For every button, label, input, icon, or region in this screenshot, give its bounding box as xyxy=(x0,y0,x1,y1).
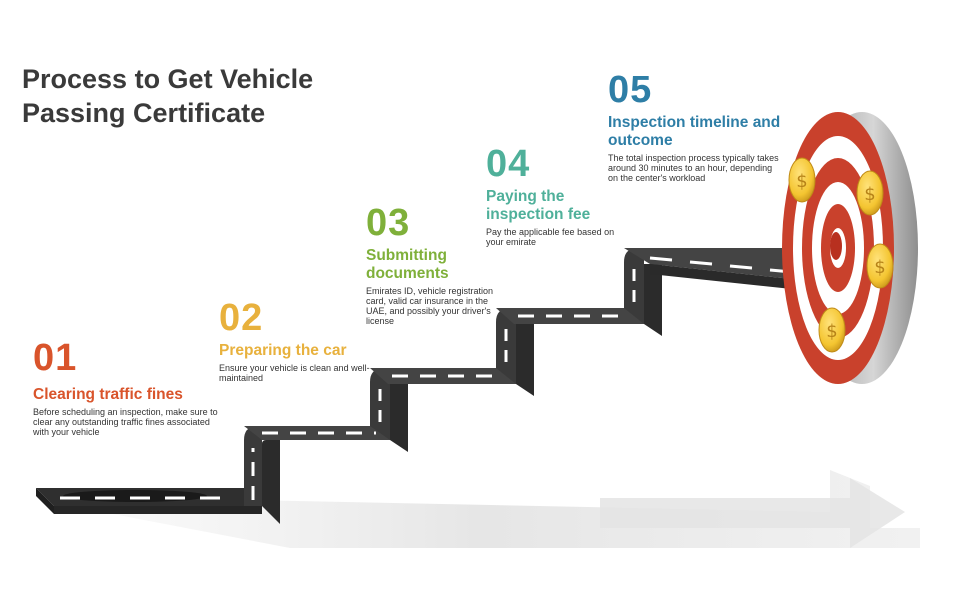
step-description: Pay the applicable fee based on your emi… xyxy=(486,227,615,247)
step-description: Ensure your vehicle is clean and well-ma… xyxy=(219,363,370,383)
target-icon xyxy=(782,112,918,384)
step-description: Before scheduling an inspection, make su… xyxy=(33,407,218,437)
step-2: 02 Preparing the car Ensure your vehicle… xyxy=(219,298,379,383)
step-title: Inspection timeline and outcome xyxy=(608,114,781,149)
svg-text:$: $ xyxy=(826,321,837,342)
dollar-coin-icon: $ xyxy=(818,307,846,353)
road-staircase-icon xyxy=(36,248,858,524)
step-number: 01 xyxy=(33,337,78,379)
floor-shadow-arrow xyxy=(40,470,920,548)
dollar-coin-icon: $ xyxy=(788,157,816,203)
step-5: 05 Inspection timeline and outcome The t… xyxy=(608,70,783,183)
step-title: Clearing traffic fines xyxy=(33,386,183,403)
page-title: Process to Get Vehicle Passing Certifica… xyxy=(22,64,314,128)
step-number: 03 xyxy=(366,202,411,244)
step-3: 03 Submitting documents Emirates ID, veh… xyxy=(366,203,496,326)
step-1: 01 Clearing traffic fines Before schedul… xyxy=(33,338,223,437)
step-number: 05 xyxy=(608,69,653,111)
step-number: 04 xyxy=(486,143,531,185)
step-title: Preparing the car xyxy=(219,342,347,359)
step-title: Paying the inspection fee xyxy=(486,188,591,223)
svg-text:$: $ xyxy=(874,257,885,278)
dollar-coin-icon: $ xyxy=(866,243,894,289)
step-4: 04 Paying the inspection fee Pay the app… xyxy=(486,144,616,247)
step-title: Submitting documents xyxy=(366,247,449,282)
step-number: 02 xyxy=(219,297,264,339)
step-description: The total inspection process typically t… xyxy=(608,153,779,183)
svg-text:$: $ xyxy=(796,171,807,192)
svg-text:$: $ xyxy=(864,184,875,205)
coins: $ $ $ $ xyxy=(788,157,894,353)
dollar-coin-icon: $ xyxy=(856,170,884,216)
step-description: Emirates ID, vehicle registration card, … xyxy=(366,286,494,326)
